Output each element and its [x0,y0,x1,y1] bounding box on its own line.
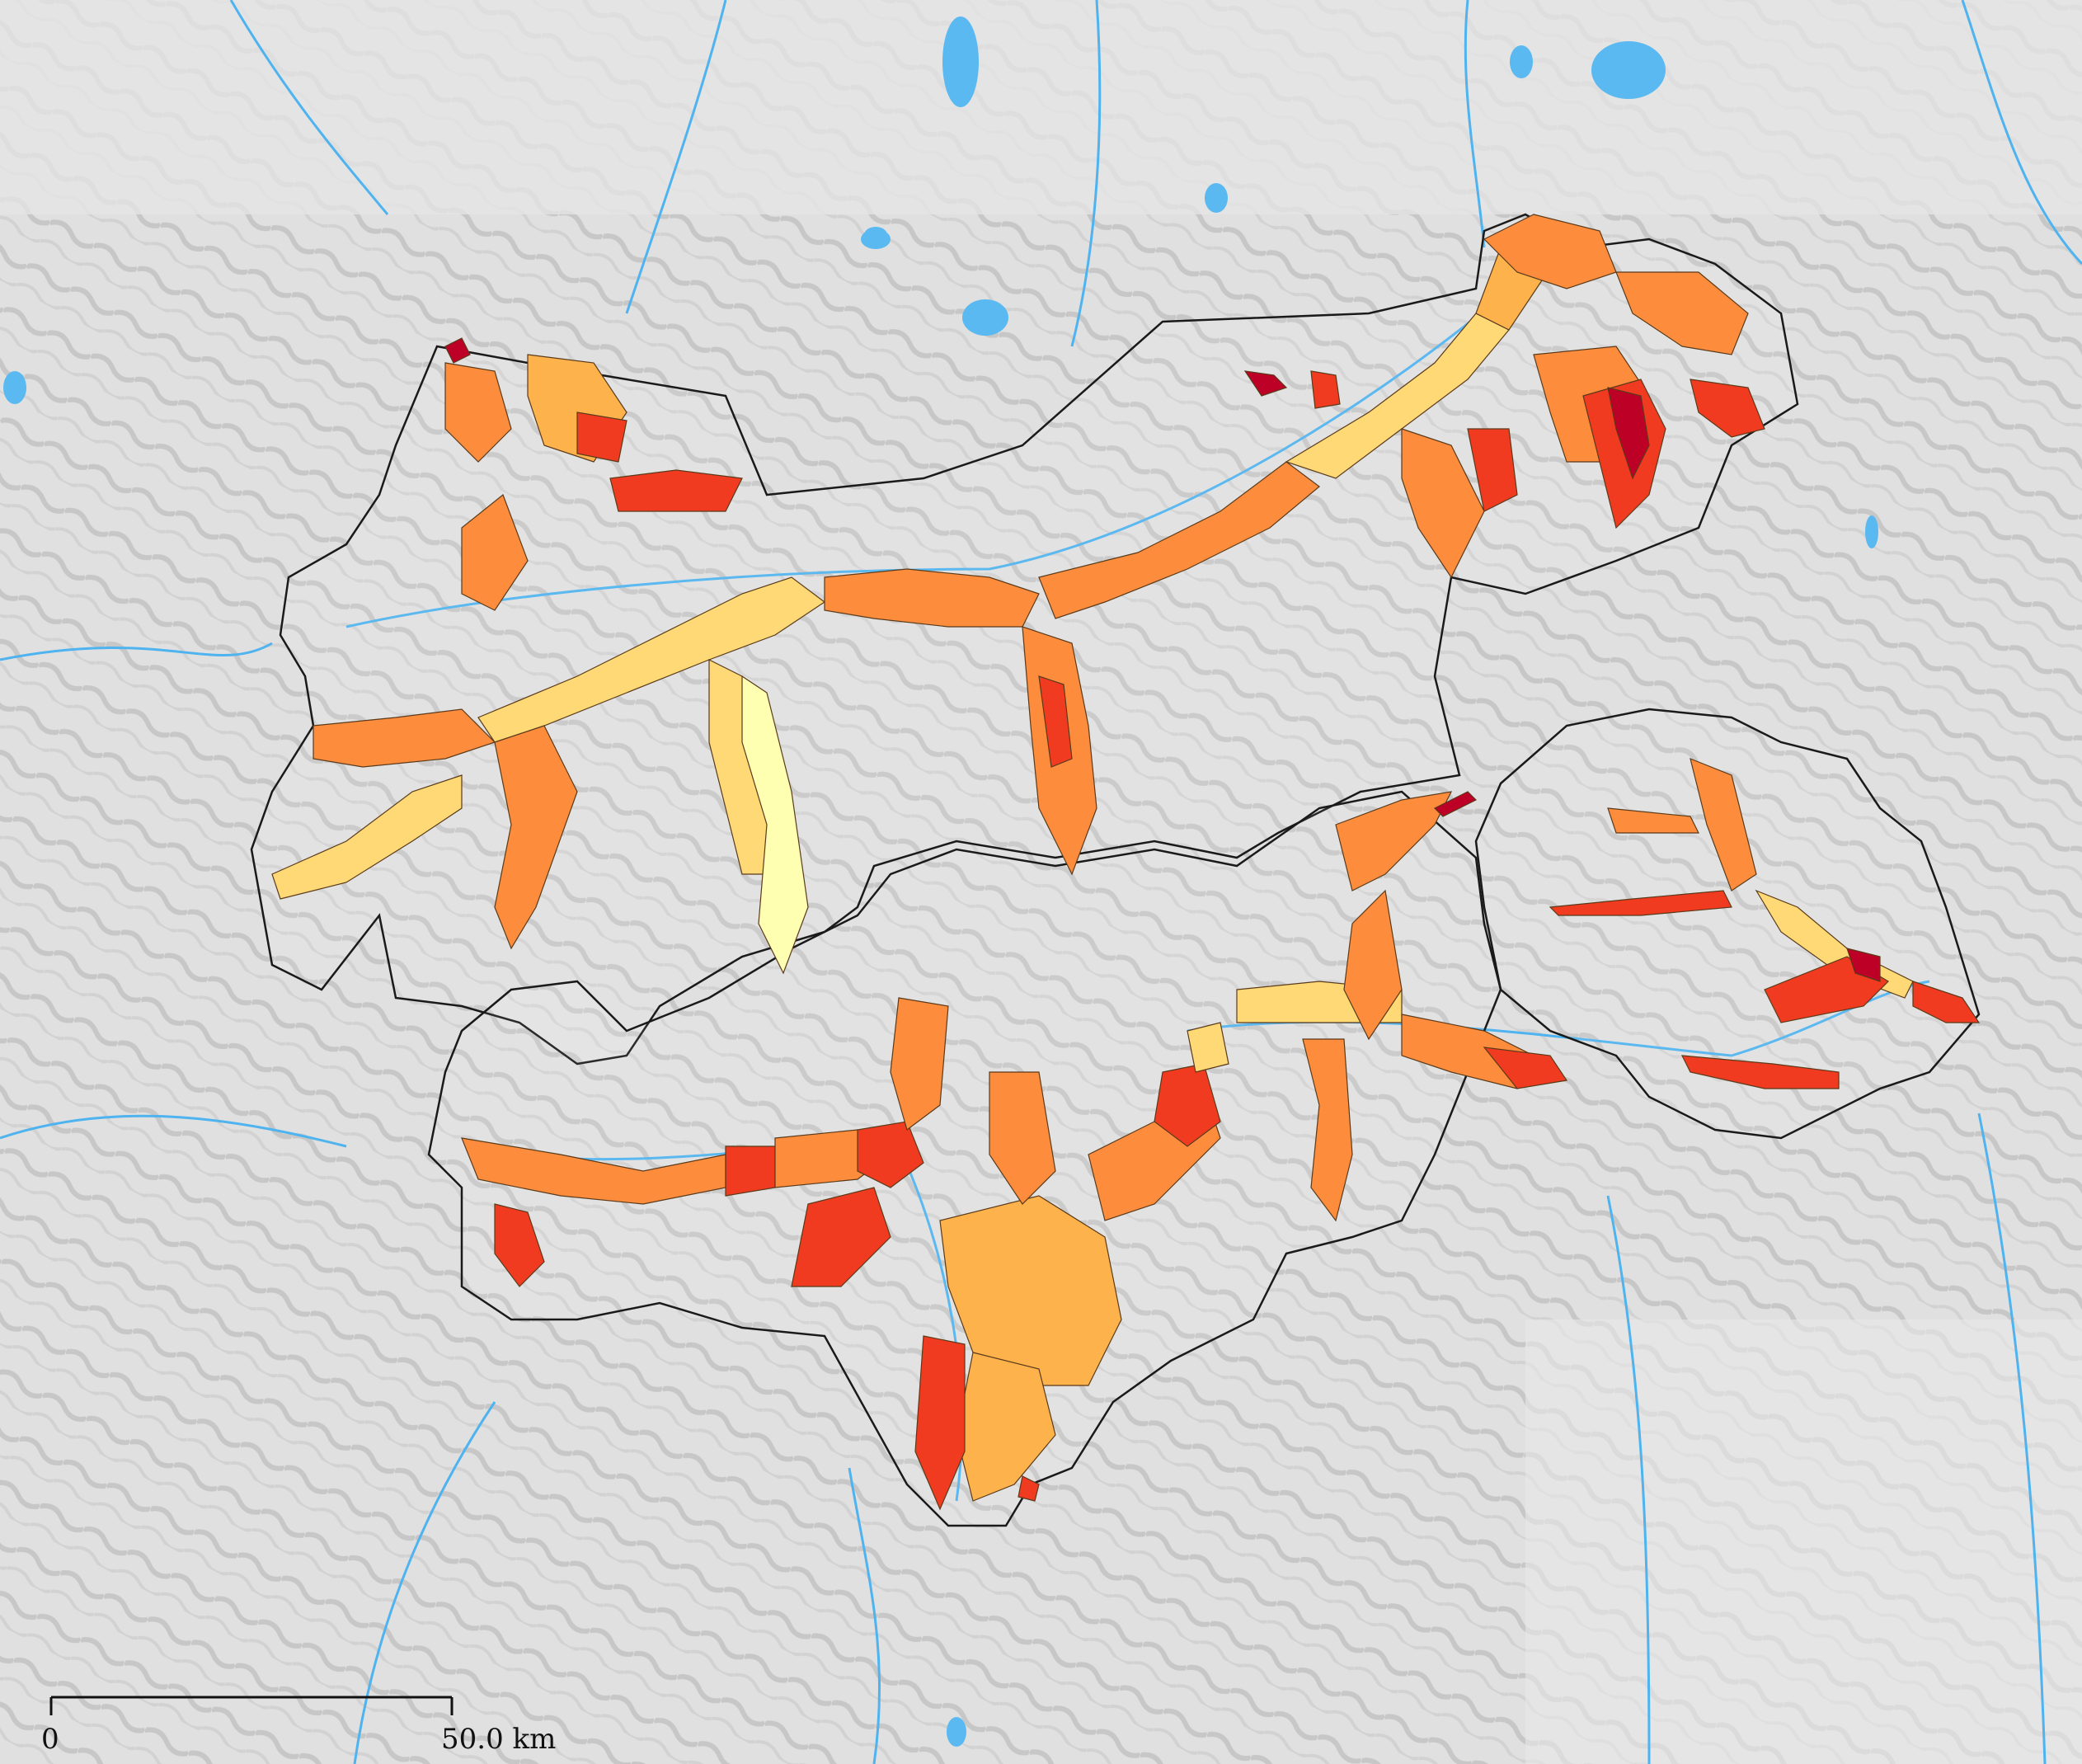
boundary-east-tyrol [1474,708,1981,1140]
scale-bar [49,1696,454,1715]
municipalities [271,214,1981,1511]
lake-small-2 [864,227,887,243]
municipality-wipptal-red[interactable] [1038,675,1073,768]
municipality-lienz-arm[interactable] [1549,890,1732,916]
municipality-passeier[interactable] [890,997,949,1131]
municipality-sarntal[interactable] [989,1071,1056,1205]
lake-west [3,371,26,404]
river-3 [1070,0,1102,347]
municipality-east-dark[interactable] [1607,387,1650,480]
lake-small-1 [1205,183,1228,213]
municipality-brixen[interactable] [1187,1022,1229,1073]
river-8 [848,1467,881,1764]
municipality-east-2[interactable] [1615,271,1749,355]
lake-north-2 [962,299,1008,336]
plain-southeast [1525,1319,2082,1764]
municipality-reutte-red[interactable] [576,412,627,463]
municipality-meran[interactable] [857,1121,924,1188]
municipality-reutte-3[interactable] [609,469,743,512]
municipality-north-orange[interactable] [1483,214,1617,289]
municipality-puster-2[interactable] [1343,889,1403,1041]
lake-southeast [1865,515,1878,548]
municipality-north-red[interactable] [1310,370,1341,409]
municipality-unterland-red[interactable] [914,1335,966,1511]
municipality-ziller[interactable] [1401,428,1485,579]
river-5 [1961,0,2082,266]
municipality-gader[interactable] [1302,1038,1353,1222]
municipality-vinschgau-2[interactable] [725,1145,776,1197]
river-9 [1606,1195,1651,1764]
lakes [3,16,1878,1747]
river-4 [1464,0,1486,248]
municipality-defereggen[interactable] [1607,807,1699,834]
municipality-ziller-tip[interactable] [1467,428,1518,512]
municipality-dark-red-south[interactable] [1433,791,1478,817]
municipality-ulten[interactable] [791,1187,891,1287]
municipality-east-3[interactable] [1690,379,1765,438]
river-1 [229,0,389,215]
municipality-vinschgau-arm[interactable] [494,1203,545,1287]
river-10 [1977,1112,2047,1764]
municipality-ahrntal[interactable] [1335,791,1453,891]
river-2 [625,0,727,314]
municipality-bozen-surround[interactable] [939,1195,1122,1386]
municipality-reutte-4[interactable] [461,494,529,611]
municipality-iselsberg[interactable] [1690,758,1757,891]
river-inn [345,295,1502,628]
municipality-pitz[interactable] [741,675,809,975]
municipality-west-2[interactable] [271,774,463,900]
lake-north-5 [1510,45,1533,78]
plain-north [0,0,2082,214]
municipality-southtyrol-south[interactable] [1018,1475,1040,1502]
scale-bar-end-label: 50.0 km [441,1723,557,1756]
lake-north-4 [1591,41,1666,99]
river-7 [0,1114,347,1148]
municipality-lienz-east[interactable] [1912,981,1981,1023]
municipality-lienz-south[interactable] [1680,1055,1840,1089]
boundary-south-tyrol [427,790,1502,1527]
scale-bar-start-label: 0 [41,1723,59,1756]
municipality-puster-red[interactable] [1483,1047,1568,1089]
municipality-reutte-dark[interactable] [444,337,471,364]
municipality-north-dark[interactable] [1243,370,1288,397]
lake-south [947,1717,966,1747]
municipality-reutte-2[interactable] [444,362,512,463]
municipality-lienz-dark[interactable] [1846,948,1881,982]
lake-north-1 [942,16,979,107]
river-11 [353,1401,496,1764]
municipality-inn-3[interactable] [1038,461,1320,619]
municipality-west-1[interactable] [313,708,496,768]
municipality-west-3[interactable] [494,725,578,950]
river-6 [0,642,273,661]
